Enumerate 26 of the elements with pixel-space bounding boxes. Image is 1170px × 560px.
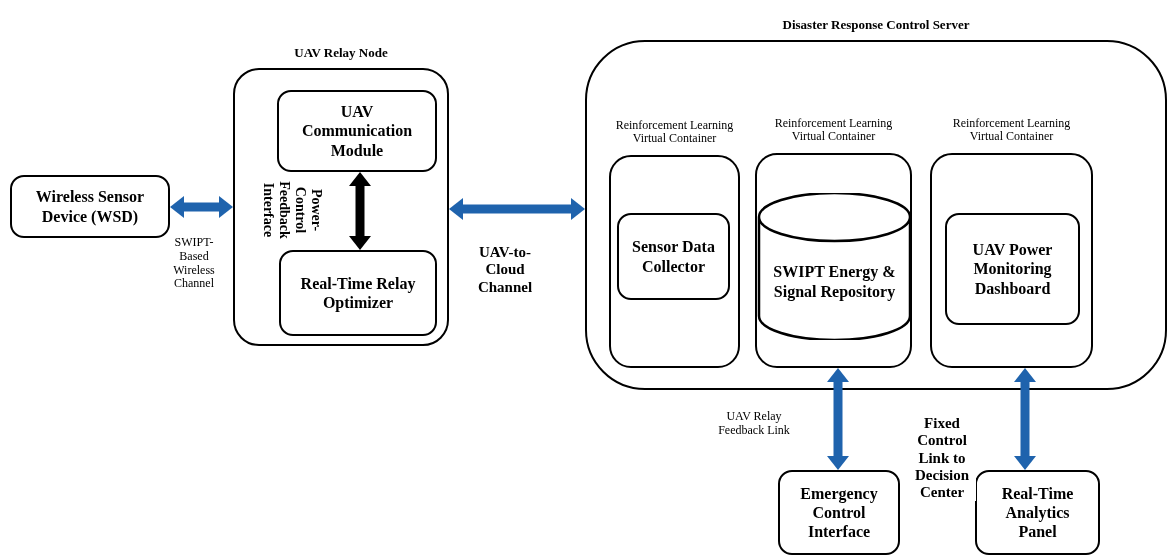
node-label: UAV Power Monitoring Dashboard: [971, 240, 1054, 298]
process-box: [975, 470, 1100, 555]
node-label: Wireless Sensor Device (WSD): [34, 187, 146, 226]
container-heading: UAV Relay Node: [294, 45, 388, 62]
edge-label: Power-Control Feedback Interface: [259, 180, 325, 241]
process-box: [277, 90, 437, 172]
node-label: Real-Time Analytics Panel: [1000, 483, 1075, 542]
double-arrow: [449, 198, 585, 220]
process-box: [617, 213, 730, 300]
process-box: [279, 250, 437, 336]
double-arrow: [349, 172, 371, 250]
process-box: [10, 175, 170, 238]
container-heading: Reinforcement Learning Virtual Container: [951, 116, 1072, 145]
container-heading: Reinforcement Learning Virtual Container: [614, 118, 735, 147]
container-heading: Disaster Response Control Server: [782, 17, 970, 34]
node-label: Emergency Control Interface: [799, 483, 879, 542]
process-box: [778, 470, 900, 555]
double-arrow: [170, 196, 233, 218]
double-arrow: [827, 368, 849, 470]
node-label: Sensor Data Collector: [631, 237, 716, 276]
node-label: UAV Communication Module: [300, 102, 414, 160]
process-box: [945, 213, 1080, 325]
node-label: SWIPT Energy & Signal Repository: [772, 262, 897, 301]
node-label: Real-Time Relay Optimizer: [299, 273, 417, 313]
double-arrow: [1014, 368, 1036, 470]
container-heading: Reinforcement Learning Virtual Container: [773, 116, 894, 145]
